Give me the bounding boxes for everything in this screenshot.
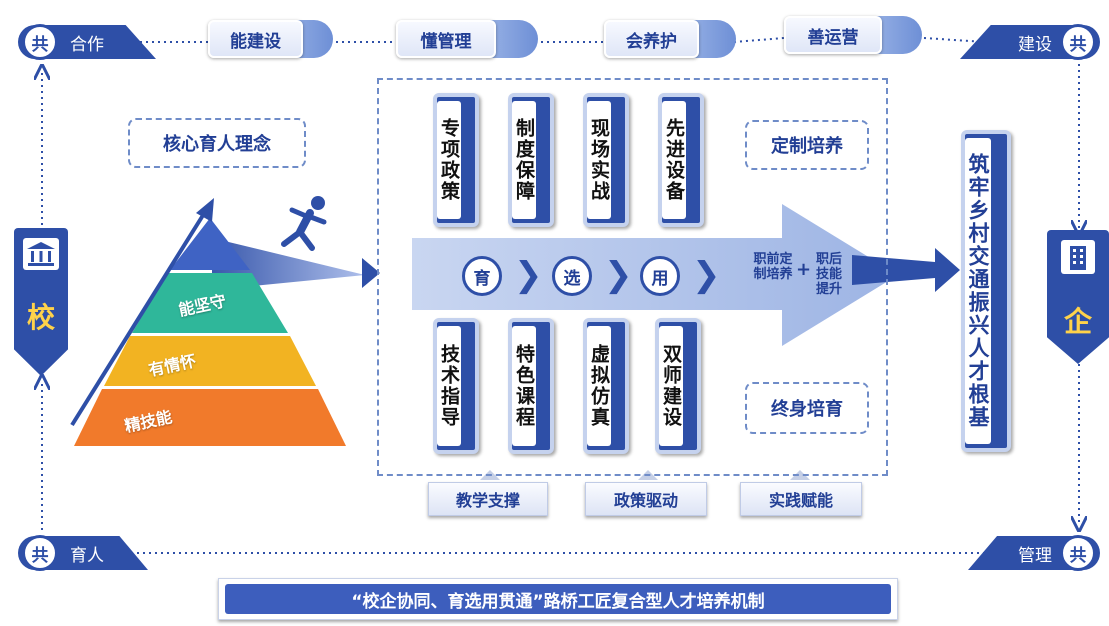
gong-badge-top-left: 共 <box>22 24 58 60</box>
goal-card: 筑牢乡村交通振兴人才根基 <box>961 130 1011 452</box>
flow-step-2: 用 <box>640 256 680 296</box>
gong-badge-bottom-left: 共 <box>22 535 58 571</box>
gong-badge-bottom-right: 共 <box>1060 535 1096 571</box>
flow-step-0: 育 <box>462 256 502 296</box>
flow-step-1: 选 <box>552 256 592 296</box>
pill-0: 能建设 <box>208 20 333 58</box>
post-job-text: 职后技能提升 <box>815 252 842 297</box>
pill-3: 善运营 <box>784 16 922 54</box>
runner-icon <box>281 196 327 251</box>
chevron-right-icon: ❯ <box>514 255 543 295</box>
plus-sign: + <box>796 259 812 280</box>
pill-2: 会养护 <box>604 20 736 58</box>
enterprise-banner: 企 <box>1047 230 1109 364</box>
lower-card-0: 技术指导 <box>433 318 479 454</box>
lower-card-3: 双师建设 <box>655 318 701 454</box>
pre-job-text: 职前定制培养 <box>753 252 793 282</box>
page-title: “校企协同、育选用贯通”路桥工匠复合型人才培养机制 <box>225 584 891 614</box>
upper-card-2: 现场实战 <box>583 93 629 227</box>
support-practice: 实践赋能 <box>740 482 862 516</box>
gong-badge-top-right: 共 <box>1060 24 1096 60</box>
upper-card-3: 先进设备 <box>658 93 704 227</box>
chevron-right-icon: ❯ <box>692 255 721 295</box>
lower-card-1: 特色课程 <box>508 318 554 454</box>
lower-card-2: 虚拟仿真 <box>583 318 629 454</box>
support-teaching: 教学支撑 <box>428 482 548 516</box>
school-icon <box>23 238 59 270</box>
core-concept-box: 核心育人理念 <box>128 118 306 168</box>
school-banner: 校 <box>14 228 68 376</box>
upper-card-0: 专项政策 <box>433 93 479 227</box>
upper-card-1: 制度保障 <box>508 93 554 227</box>
support-policy: 政策驱动 <box>585 482 707 516</box>
title-frame: “校企协同、育选用贯通”路桥工匠复合型人才培养机制 <box>218 578 898 620</box>
pill-1: 懂管理 <box>396 20 538 58</box>
chevron-right-icon: ❯ <box>604 255 633 295</box>
lifelong-training-box: 终身培育 <box>745 382 869 434</box>
custom-training-box: 定制培养 <box>745 120 869 170</box>
building-icon <box>1061 240 1095 274</box>
mechanism-frame <box>377 78 888 476</box>
